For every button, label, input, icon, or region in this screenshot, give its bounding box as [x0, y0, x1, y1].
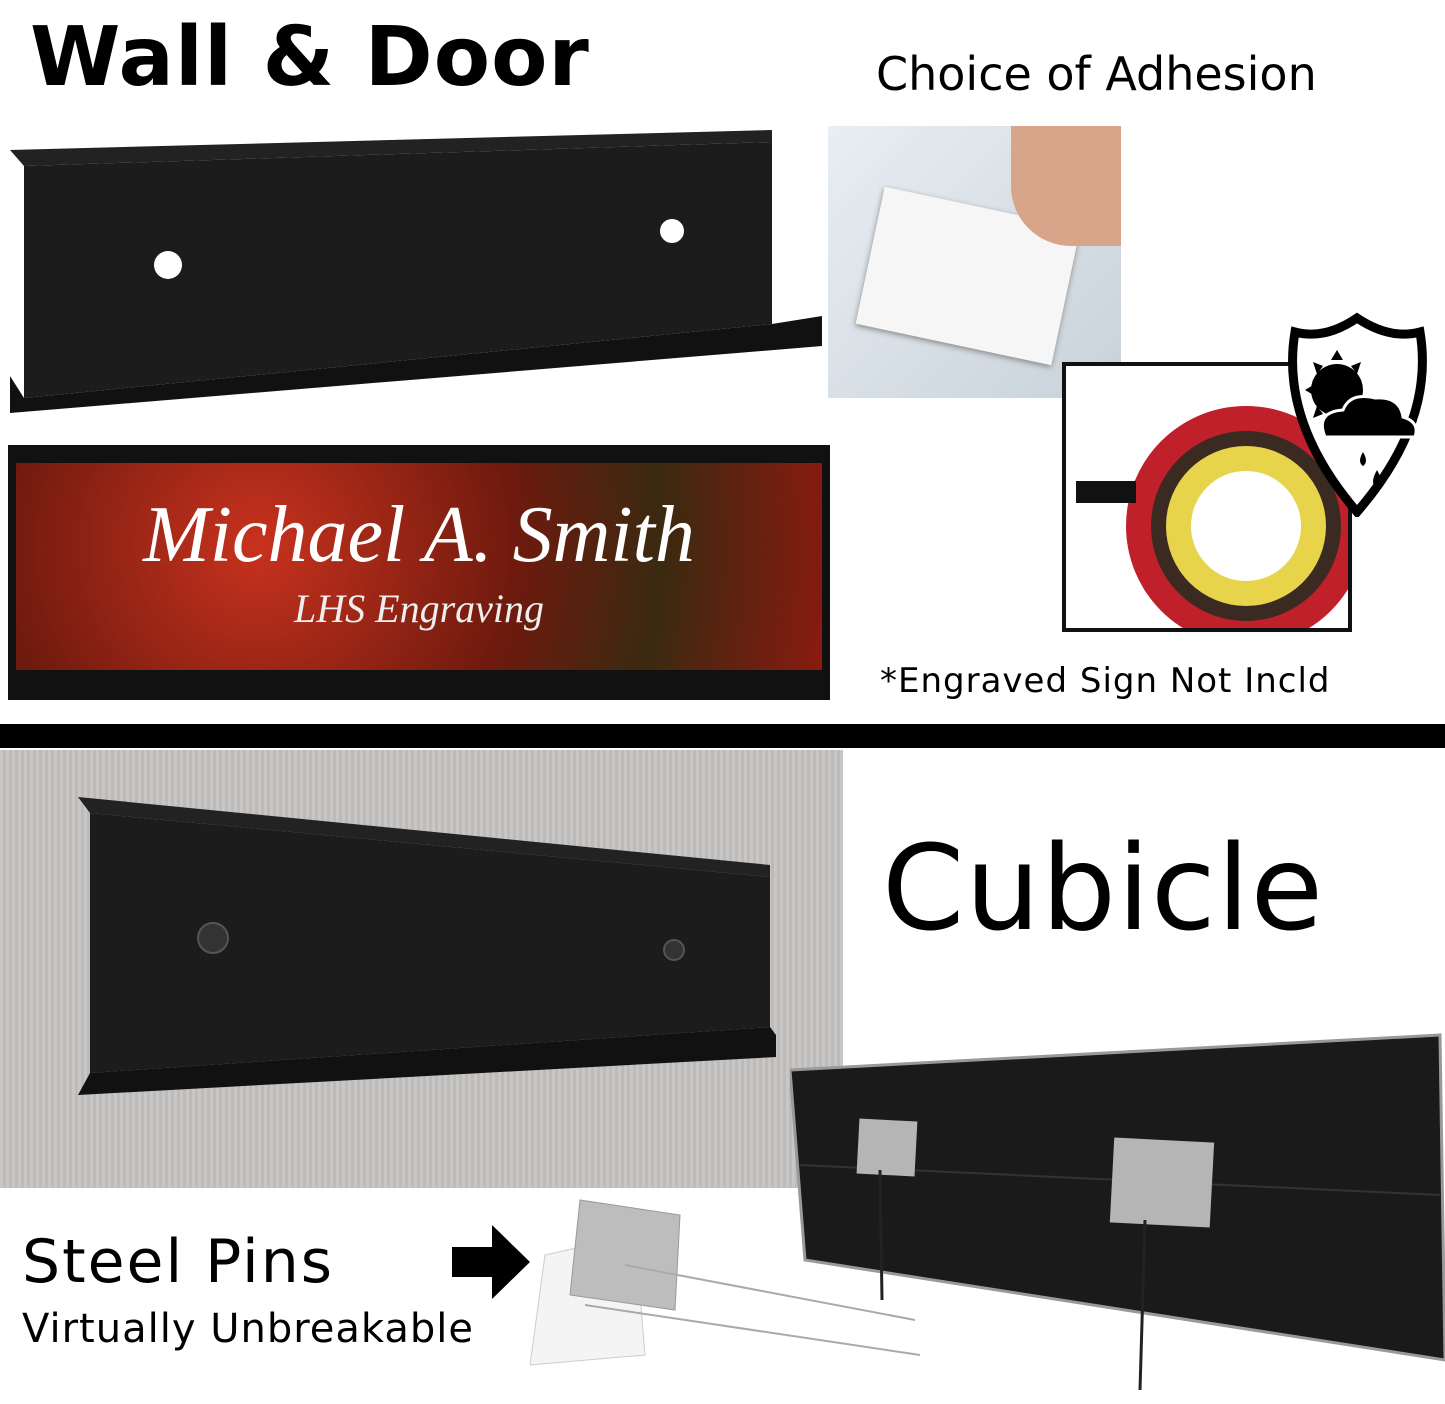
arrow-right-icon [452, 1225, 532, 1300]
adhesion-label: Choice of Adhesion [876, 47, 1317, 101]
nameplate-subtitle: LHS Engraving [294, 586, 544, 631]
weather-shield-icon [1275, 312, 1440, 519]
cubicle-title: Cubicle [882, 819, 1325, 957]
steel-pin-product-image [525, 1195, 925, 1395]
cubicle-pins-image [788, 1030, 1445, 1400]
adhesive-tape-image [1062, 362, 1366, 646]
cubicle-holder-image [70, 795, 780, 1095]
adhesive-pad-image [828, 126, 1121, 398]
nameplate-image: Michael A. Smith LHS Engraving [8, 445, 830, 700]
steel-pins-title: Steel Pins [22, 1227, 335, 1297]
wall-door-title: Wall & Door [30, 10, 590, 105]
disclaimer-text: *Engraved Sign Not Incld [880, 661, 1331, 701]
section-divider [0, 724, 1445, 748]
wall-holder-image [10, 128, 825, 413]
nameplate-name: Michael A. Smith [143, 491, 695, 579]
steel-pins-subtitle: Virtually Unbreakable [22, 1306, 474, 1352]
